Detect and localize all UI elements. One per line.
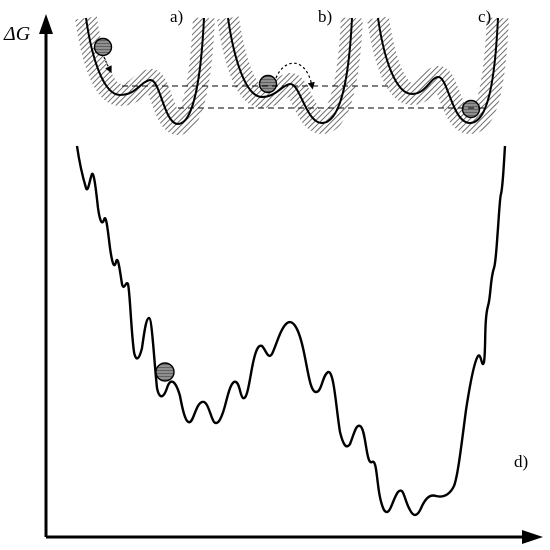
panel-d-label: d) [514, 452, 528, 471]
axes: ΔG [3, 14, 543, 544]
panel-c-curve [377, 17, 499, 125]
y-axis-label: ΔG [3, 23, 31, 45]
panel-c-label: c) [478, 7, 491, 26]
panel-a-hatch-band [75, 16, 215, 135]
rugged-landscape-curve [75, 145, 507, 517]
panel-b-hatch-band [217, 16, 363, 134]
panel-b-curve [227, 17, 353, 125]
panel-b-ball [258, 74, 278, 94]
reference-levels [122, 85, 484, 109]
panel-d: d) [75, 145, 528, 517]
panel-b-hop-arrow [275, 62, 315, 90]
x-axis-arrowhead [522, 530, 543, 544]
panel-a-ball [93, 37, 113, 57]
panel-b-label: b) [318, 7, 332, 26]
panel-a-motion-arrow [103, 56, 112, 74]
panel-b: b) [217, 7, 363, 134]
panel-a: a) [75, 7, 215, 135]
y-axis-arrowhead [39, 14, 53, 34]
panel-a-curve [85, 17, 205, 126]
panel-c-ball [461, 99, 481, 119]
panel-a-label: a) [170, 7, 183, 26]
panel-d-ball [155, 362, 175, 382]
panel-c: c) [367, 7, 509, 134]
